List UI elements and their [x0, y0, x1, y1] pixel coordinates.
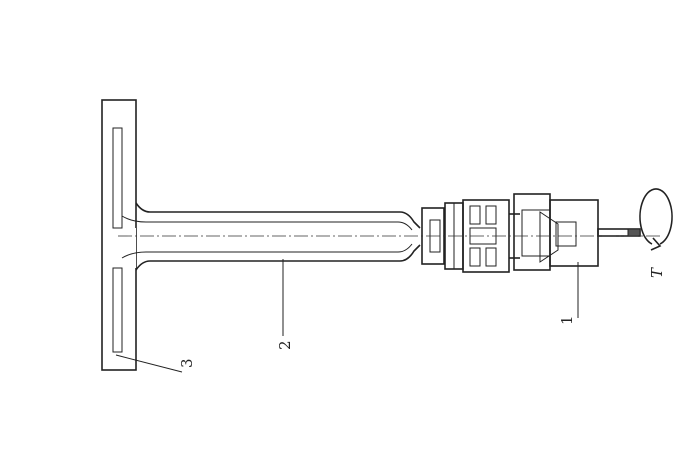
shaft-tube — [121, 202, 421, 271]
input-shaft — [597, 228, 641, 237]
label-part-1: 1 — [558, 315, 576, 325]
flange-plate — [101, 99, 137, 371]
chuck-housing — [513, 193, 599, 271]
label-part-2: 2 — [276, 340, 294, 350]
torque-arrow-icon — [639, 188, 673, 251]
flange-lower-slot — [112, 267, 123, 353]
label-torque: T — [648, 267, 666, 278]
label-part-3: 3 — [178, 358, 196, 368]
leader-line-3 — [115, 354, 183, 373]
flange-upper-slot — [112, 127, 123, 229]
